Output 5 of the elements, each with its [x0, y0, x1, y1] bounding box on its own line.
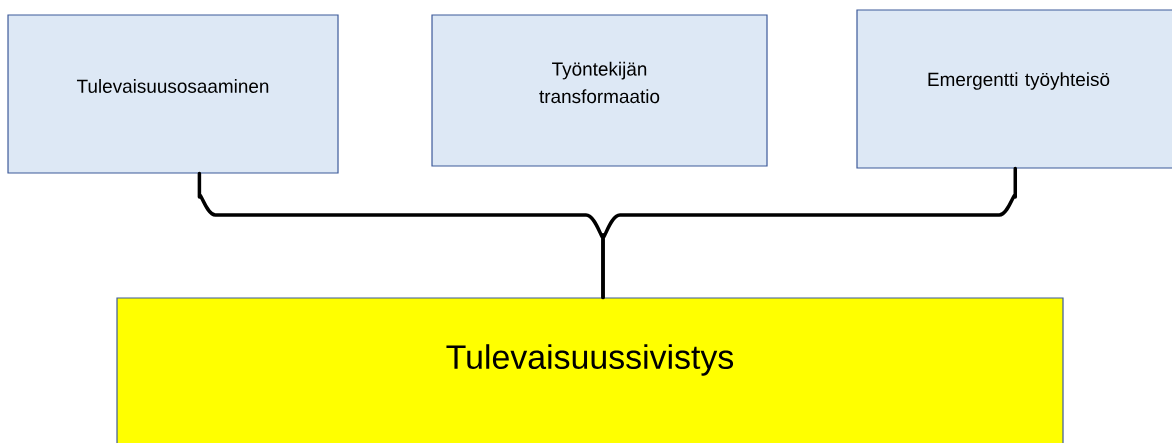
topic-box: Työntekijän transformaatio [431, 14, 768, 167]
topic-box: Emergentti työyhteisö [856, 9, 1172, 169]
brace-connector [601, 166, 1017, 300]
topic-box: Tulevaisuusosaaminen [7, 14, 339, 174]
main-box: Tulevaisuussivistys [116, 297, 1064, 443]
